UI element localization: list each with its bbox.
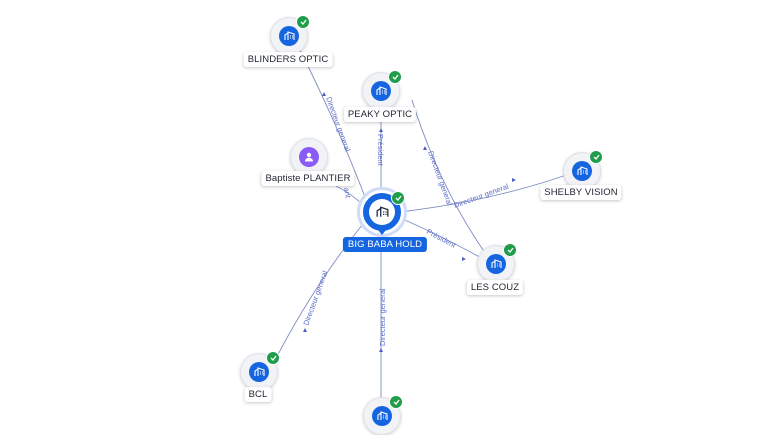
verified-check-icon bbox=[266, 351, 280, 365]
edge-label-blinders: Directeur general bbox=[324, 96, 352, 153]
verified-check-icon bbox=[503, 243, 517, 257]
node-big-baba-hold[interactable] bbox=[360, 190, 405, 234]
node-label-les-couz[interactable]: LES COUZ bbox=[466, 280, 524, 295]
node-label-blinders-optic[interactable]: BLINDERS OPTIC bbox=[243, 52, 333, 67]
node-les-couz[interactable] bbox=[477, 243, 517, 283]
building-icon bbox=[369, 199, 395, 225]
person-icon bbox=[299, 147, 319, 167]
edge-lescouz-peaky bbox=[411, 99, 491, 261]
node-bcl[interactable] bbox=[240, 351, 280, 391]
edge-label-bcl: Directeur general bbox=[301, 269, 329, 326]
node-label-big-baba-hold[interactable]: BIG BABA HOLD bbox=[342, 237, 428, 252]
edge-label-baptiste: ant bbox=[342, 187, 353, 200]
building-icon bbox=[249, 362, 269, 382]
node-label-bcl[interactable]: BCL bbox=[244, 387, 272, 402]
verified-check-icon bbox=[391, 191, 405, 205]
arrow-lescouz-peaky bbox=[423, 146, 427, 150]
edge-blinders bbox=[299, 49, 369, 206]
arrow-lescouz-center bbox=[462, 257, 466, 261]
edge-label-bottom: Directeur general bbox=[378, 288, 387, 346]
arrow-shelby bbox=[512, 178, 516, 182]
arrow-bottom bbox=[379, 348, 383, 352]
edge-lescouz-center bbox=[399, 217, 486, 261]
node-label-shelby-vision[interactable]: SHELBY VISION bbox=[540, 185, 622, 200]
building-icon bbox=[371, 81, 391, 101]
verified-check-icon bbox=[589, 150, 603, 164]
map-pin-tip bbox=[375, 226, 389, 235]
edge-label-shelby: Directeur general bbox=[453, 182, 510, 210]
building-icon bbox=[279, 26, 299, 46]
node-shelby-vision[interactable] bbox=[563, 150, 603, 190]
edge-label-peaky: Président bbox=[376, 134, 385, 167]
edge-label-lescouz-peaky: Directeur general bbox=[426, 150, 454, 207]
building-icon bbox=[572, 161, 592, 181]
edge-label-lescouz-center: Président bbox=[425, 227, 458, 250]
edge-bcl bbox=[269, 219, 367, 371]
node-label-peaky-optic[interactable]: PEAKY OPTIC bbox=[343, 107, 417, 122]
node-label-baptiste-plantier[interactable]: Baptiste PLANTIER bbox=[261, 171, 355, 186]
arrow-peaky bbox=[379, 128, 383, 132]
building-icon bbox=[372, 406, 392, 426]
verified-check-icon bbox=[389, 395, 403, 409]
node-peaky-optic[interactable] bbox=[362, 70, 402, 110]
building-icon bbox=[486, 254, 506, 274]
verified-check-icon bbox=[296, 15, 310, 29]
verified-check-icon bbox=[388, 70, 402, 84]
arrow-blinders bbox=[322, 92, 326, 96]
node-blinders-optic[interactable] bbox=[270, 15, 310, 55]
edge-shelby bbox=[399, 169, 581, 213]
arrow-bcl bbox=[303, 328, 307, 332]
node-bottom-company[interactable] bbox=[363, 395, 403, 435]
